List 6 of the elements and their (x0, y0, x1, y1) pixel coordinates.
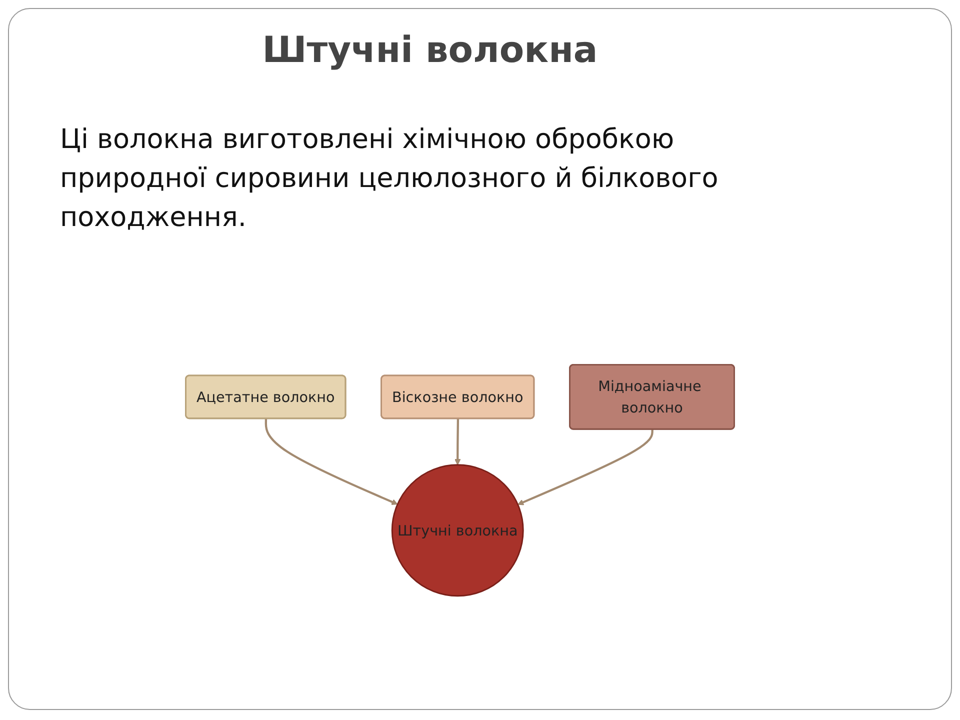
description-text: Ці волокна виготовлені хімічною обробкою природної сировини целюлозного й білкового походження. (60, 123, 720, 236)
arrow (518, 429, 654, 505)
node-circle: Штучні волокна (391, 464, 524, 596)
arrow (264, 418, 398, 505)
arrow (454, 418, 461, 465)
title: Штучні волокна (261, 30, 599, 71)
